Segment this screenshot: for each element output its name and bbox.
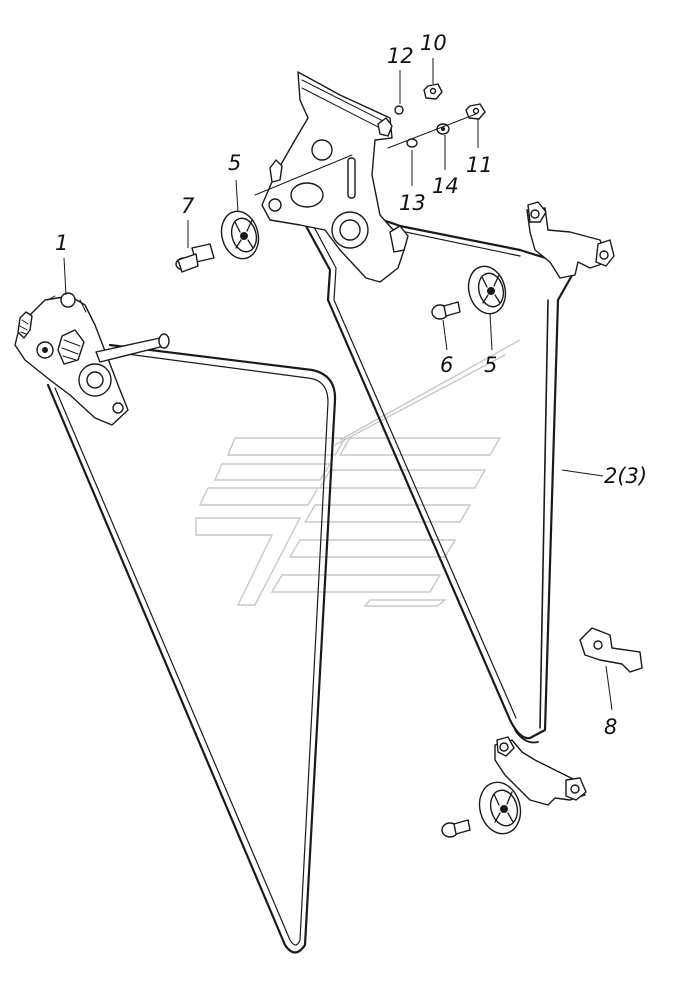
clip-8 [579,627,643,673]
callout-8: 8 [604,715,617,739]
cable-2-3 [298,211,577,744]
pin-6 [431,301,461,320]
regulator-mechanism-1 [14,292,170,426]
nut-11 [465,103,486,120]
leader-lines [63,58,613,711]
callout-11: 11 [466,153,493,177]
callout-6: 6 [440,353,453,377]
roller-5-right [467,265,507,315]
callout-12: 12 [387,44,414,68]
callout-5-right: 5 [484,353,497,377]
pin-lower [441,819,471,838]
roller-lower [478,781,522,835]
callout-10: 10 [420,31,447,55]
cable-loop-1 [46,343,337,954]
nut-10 [423,83,443,100]
callout-2-3: 2(3) [604,464,647,488]
axis-pin-7 [175,243,215,273]
cable-upper-bracket [526,201,615,279]
callout-7: 7 [181,194,195,218]
callout-1: 1 [55,231,68,255]
cable-lower-bracket [494,736,587,806]
callout-labels: 1 2(3) 5 5 6 7 8 10 11 12 13 14 [55,31,647,739]
callout-13: 13 [399,191,426,215]
washer-14 [436,123,450,135]
callout-5-left: 5 [228,151,241,175]
upper-bracket [254,71,409,283]
callout-14: 14 [432,174,459,198]
nut-12 [394,105,404,115]
roller-5-left [220,210,260,260]
watermark-logo [195,339,521,607]
